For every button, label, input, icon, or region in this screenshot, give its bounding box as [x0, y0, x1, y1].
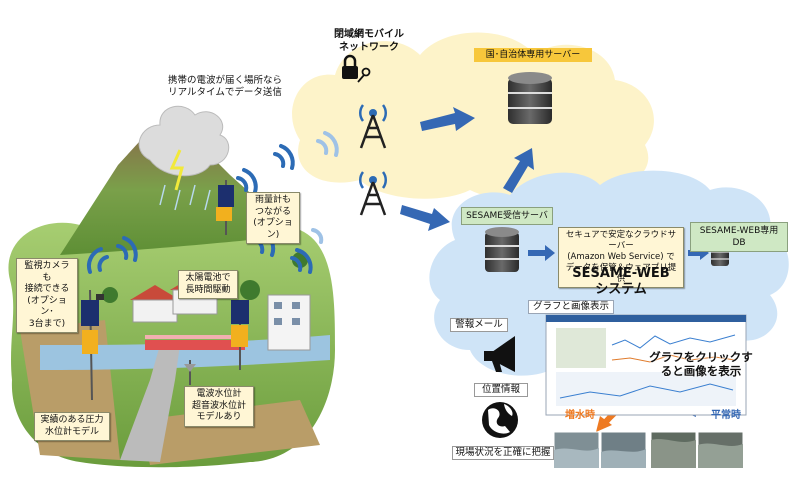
dashboard-screen [545, 314, 747, 416]
megaphone-icon [484, 336, 515, 372]
signal-waves [86, 144, 313, 274]
sensor-stations [81, 180, 249, 401]
sesame-receiver-label: SESAME受信サーバ [461, 207, 553, 225]
photo-normal-2 [697, 431, 744, 469]
radio-gauge-label: 電波水位計 超音波水位計 モデルあり [184, 386, 254, 427]
sensor-pole-river [184, 360, 196, 385]
camera-label: 監視カメラも 接続できる (オプション･ 3台まで) [16, 258, 78, 333]
sensor-station-camera [81, 289, 104, 401]
click-graph-label: グラフをクリックす ると画像を表示 [649, 350, 753, 378]
site-status-label: 現場状況を正確に把握 [452, 446, 554, 460]
location-label: 位置情報 [474, 383, 528, 397]
sensor-station-rain [216, 180, 234, 235]
globe-icon [482, 402, 518, 438]
antenna-tower-top [359, 104, 387, 149]
pressure-gauge-label: 実績のある圧力 水位計モデル [34, 412, 110, 441]
faint-signal-waves [311, 131, 339, 244]
photo-flood-1 [553, 431, 600, 469]
system-title: SESAME-WEB システム [572, 266, 670, 297]
gov-server-label: 国･自治体専用サーバー [474, 48, 592, 62]
cloud-description: セキュアで安定なクラウドサーバー (Amazon Web Service) で … [558, 227, 684, 288]
server-icon-gov [508, 72, 552, 124]
normal-label: 平常時 [711, 410, 741, 421]
flood-label: 増水時 [565, 410, 595, 421]
alert-mail-label: 警報メール [450, 318, 508, 332]
lock-icon [342, 54, 371, 83]
solar-label: 太陽電池で 長時間駆動 [178, 270, 238, 299]
yellow-cloud [292, 32, 654, 201]
realtime-label: 携帯の電波が届く場所なら リアルタイムでデータ送信 [167, 75, 282, 98]
landscape [8, 105, 335, 468]
rain-gauge-label: 雨量計も つながる (オプション) [246, 192, 300, 244]
sesame-db-label: SESAME-WEB専用DB [690, 222, 788, 252]
server-icon-receiver [485, 227, 519, 272]
sensor-station-radio [231, 300, 249, 370]
photo-normal-1 [650, 431, 697, 469]
photo-flood-2 [600, 431, 647, 469]
antenna-tower-bottom [359, 171, 387, 216]
closed-network-label: 閉域網モバイル ネットワーク [334, 29, 404, 53]
graph-display-label: グラフと画像表示 [528, 300, 614, 314]
